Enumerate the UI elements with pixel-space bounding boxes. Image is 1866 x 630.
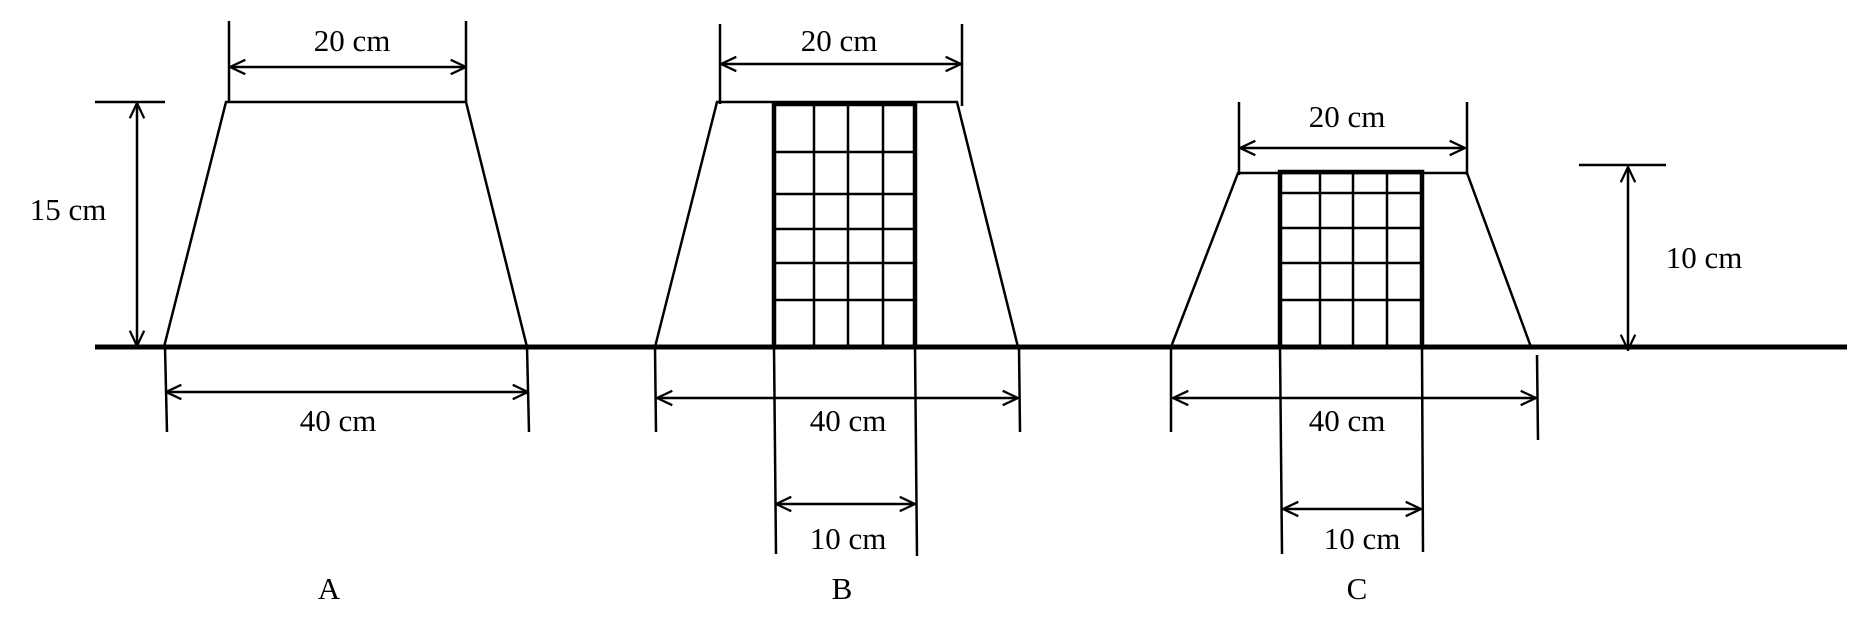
extension-line bbox=[1017, 346, 1022, 433]
extension-line bbox=[1420, 346, 1425, 553]
top-width-label: 20 cm bbox=[1309, 99, 1386, 134]
extension-line bbox=[772, 346, 778, 555]
extension-line bbox=[913, 346, 919, 557]
extension-line bbox=[1535, 354, 1540, 441]
grid-border bbox=[771, 101, 918, 350]
figure-label-b: B bbox=[832, 571, 853, 606]
extension-line bbox=[163, 346, 169, 433]
trapezoid-a bbox=[162, 100, 529, 348]
inner-width-label: 10 cm bbox=[810, 521, 887, 556]
trapezoid-c bbox=[1169, 171, 1533, 348]
figure-b: 20 cm 40 cm 10 cm B bbox=[653, 23, 1022, 606]
grid-b bbox=[771, 101, 918, 350]
trapezoid-b bbox=[653, 100, 1020, 348]
top-width-label: 20 cm bbox=[801, 23, 878, 58]
figure-a: 20 cm 15 cm 40 cm A bbox=[30, 21, 531, 606]
top-width-label: 20 cm bbox=[314, 23, 391, 58]
figure-c: 20 cm 40 cm 10 cm 10 cm C bbox=[1169, 99, 1743, 606]
bottom-width-label: 40 cm bbox=[1309, 403, 1386, 438]
inner-width-label: 10 cm bbox=[1324, 521, 1401, 556]
bottom-width-label: 40 cm bbox=[300, 403, 377, 438]
grid-c bbox=[1277, 169, 1425, 350]
height-label: 15 cm bbox=[30, 192, 107, 227]
extension-line bbox=[1278, 346, 1284, 555]
grid-border bbox=[1277, 169, 1425, 350]
figure-label-c: C bbox=[1347, 571, 1368, 606]
extension-line bbox=[525, 346, 531, 433]
bottom-width-label: 40 cm bbox=[810, 403, 887, 438]
figure-label-a: A bbox=[318, 571, 341, 606]
height-label: 10 cm bbox=[1666, 240, 1743, 275]
extension-line bbox=[653, 346, 658, 433]
